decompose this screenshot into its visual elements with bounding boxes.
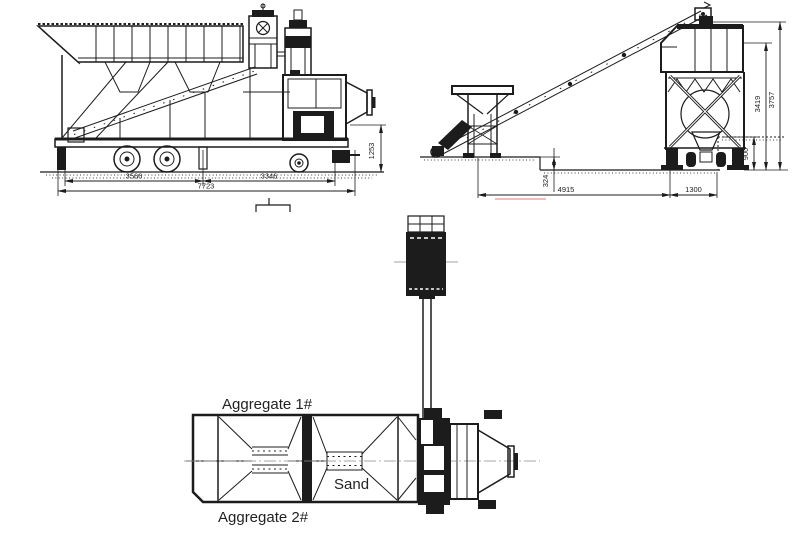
- dim-step-depth: 324: [541, 175, 550, 188]
- aggregate-hopper: [36, 23, 244, 93]
- elevator-head-tower: [248, 3, 278, 69]
- aggregate-bins: [186, 413, 420, 504]
- inclined-belt-conveyor: [67, 66, 258, 143]
- cement-silo: [394, 215, 458, 296]
- mixer-plan: [418, 408, 518, 514]
- dim-overall-height: 3757: [767, 92, 776, 109]
- plan-view: Aggregate 1# Sand Aggregate 2#: [184, 215, 540, 526]
- dim-left-span: 3566: [126, 172, 143, 181]
- section-mark: [255, 198, 291, 212]
- dim-discharge-height: 1253: [367, 143, 376, 160]
- bin1-feeder: [252, 446, 288, 474]
- dim-right-offset: 1300: [685, 185, 702, 194]
- side-view-dimensions: 3566 3346 7723 1253: [57, 124, 386, 196]
- axle-wheel: [113, 145, 141, 173]
- end-view-dimensions: 324 4915 1300 900 3419 3757: [477, 21, 788, 200]
- label-aggregate-1: Aggregate 1#: [222, 396, 313, 413]
- ground-line: [40, 171, 384, 179]
- chassis: [54, 137, 360, 170]
- screw-conveyor: [419, 294, 435, 420]
- dim-pad-height: 900: [741, 148, 750, 161]
- end-elevation-view: 324 4915 1300 900 3419 3757: [420, 1, 788, 200]
- mixer-discharge-cone: [345, 80, 376, 126]
- bin-divider: [302, 415, 312, 502]
- mixer-cone-plan: [477, 428, 511, 495]
- main-frame: [61, 55, 290, 139]
- mixer-housing: [282, 70, 347, 141]
- dim-main-span: 4915: [558, 185, 575, 194]
- mixer-tower: [660, 16, 749, 170]
- jockey-wheel: [289, 153, 309, 173]
- dim-frame-height: 3419: [753, 96, 762, 113]
- side-elevation-view: 3566 3346 7723 1253: [36, 3, 386, 212]
- inclined-conveyor: [430, 1, 712, 158]
- receiving-hopper: [432, 85, 514, 158]
- dim-overall-length: 7723: [198, 182, 215, 191]
- dim-right-span: 3346: [261, 172, 278, 181]
- label-sand: Sand: [334, 476, 369, 493]
- label-aggregate-2: Aggregate 2#: [218, 509, 309, 526]
- axle-wheel: [153, 145, 181, 173]
- cement-weigher-tower: [277, 9, 312, 76]
